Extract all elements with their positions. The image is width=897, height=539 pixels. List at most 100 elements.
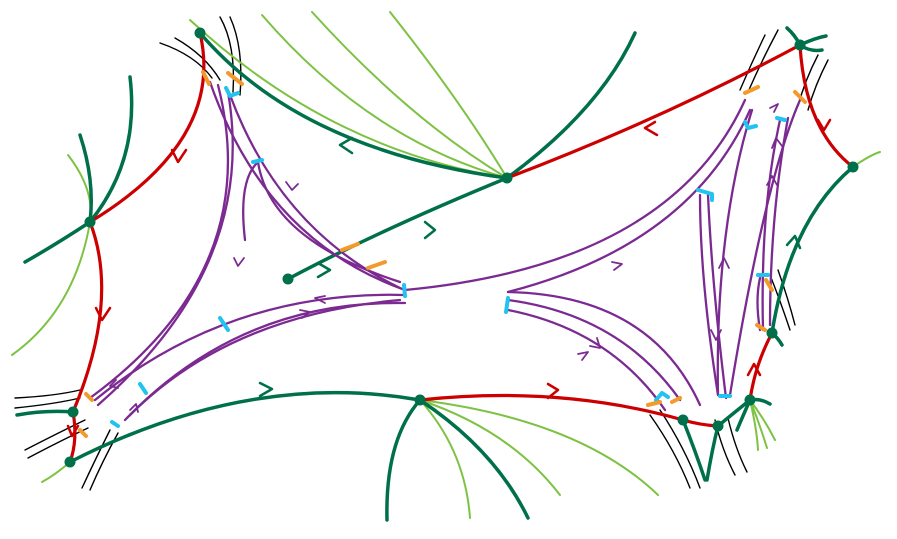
purple-curve: [756, 276, 762, 332]
arrowhead-purple: [109, 379, 119, 389]
purple-curve: [208, 80, 407, 292]
arrowhead-purple: [233, 257, 245, 267]
arrowhead-purple: [577, 351, 589, 361]
arrowhead-dark-green: [316, 261, 332, 279]
black-curve: [81, 429, 111, 489]
black-curve: [174, 37, 221, 81]
dark-green-curve: [705, 424, 720, 482]
purple-curve: [242, 160, 260, 242]
dark-green-curve: [286, 176, 509, 281]
orange-tick: [366, 260, 387, 270]
purple-curve: [728, 98, 802, 397]
node: [744, 394, 756, 406]
red-curve: [71, 220, 104, 414]
cyan-bracket: [218, 316, 230, 332]
red-curve: [418, 393, 685, 422]
arrowhead-red: [746, 362, 762, 377]
node: [501, 172, 513, 184]
black-curve: [24, 419, 86, 451]
node: [414, 394, 426, 406]
purple-curve: [123, 301, 407, 422]
node: [712, 420, 724, 432]
arrowhead-purple: [285, 181, 299, 191]
black-curve: [659, 409, 701, 489]
purple-curves: [88, 80, 802, 422]
arrowhead-dark-green: [785, 234, 802, 250]
cyan-bracket: [775, 116, 787, 122]
black-curve: [219, 16, 235, 93]
cyan-brackets: [110, 86, 787, 428]
dark-green-curve: [385, 398, 422, 522]
light-green-curve: [419, 399, 471, 519]
orange-tick: [670, 396, 682, 404]
node: [847, 161, 859, 173]
arrowhead-purple: [769, 103, 779, 113]
arrowhead-purple: [314, 295, 326, 304]
purple-curve: [256, 160, 402, 284]
arrowhead-dark-green: [338, 136, 354, 155]
light-green-curve: [11, 221, 91, 356]
dark-green-curve: [770, 165, 855, 335]
arrowhead-red: [643, 120, 659, 137]
cyan-bracket: [504, 296, 510, 314]
arrowhead-red: [66, 424, 80, 438]
purple-curve: [506, 290, 702, 407]
purple-curve: [88, 83, 230, 400]
arrowhead-purple: [589, 337, 601, 349]
arrowhead-purple: [611, 261, 623, 271]
purple-curve: [716, 108, 754, 397]
arrowhead-dark-green: [423, 220, 437, 240]
node: [67, 406, 79, 418]
dark-green-curve: [23, 220, 92, 264]
dark-green-curve: [88, 75, 134, 224]
red-curve: [88, 31, 206, 224]
purple-curve: [761, 118, 782, 332]
black-curve: [747, 29, 779, 93]
arrowhead-purple: [710, 329, 722, 341]
purple-curve: [403, 98, 747, 292]
orange-tick: [793, 90, 807, 104]
cyan-bracket: [654, 391, 670, 402]
light-green-curve: [419, 399, 561, 496]
orange-ticks: [78, 70, 807, 438]
black-curve-bundles: [14, 16, 829, 491]
node: [194, 27, 206, 39]
arrowhead-red: [94, 306, 112, 322]
arrowhead-red: [546, 382, 560, 400]
arrowhead-dark-green: [258, 381, 274, 398]
node: [794, 39, 806, 51]
orange-tick: [226, 71, 244, 86]
light-green-curve: [311, 11, 508, 179]
black-curve: [14, 389, 81, 399]
purple-curve: [698, 193, 720, 397]
black-curve: [159, 42, 213, 79]
red-curves: [68, 31, 855, 464]
purple-curve: [506, 298, 682, 402]
black-curve: [727, 417, 748, 473]
dark-green-curve: [681, 418, 707, 482]
orange-tick: [646, 400, 662, 407]
dark-green-curve: [198, 31, 509, 180]
arrowhead-purple: [771, 137, 783, 149]
black-curve: [229, 16, 242, 96]
orange-tick: [84, 392, 94, 402]
dark-green-curves: [15, 26, 855, 522]
node: [84, 216, 96, 228]
purple-curve: [506, 108, 752, 294]
cyan-bracket: [402, 283, 407, 298]
arrowhead-purple: [299, 309, 311, 319]
cyan-bracket: [696, 188, 714, 202]
light-green-curve: [261, 14, 508, 179]
node: [677, 414, 689, 426]
dark-green-curve: [505, 31, 637, 180]
cyan-bracket: [224, 86, 240, 98]
arrowhead-red: [816, 118, 832, 132]
black-curve: [739, 34, 766, 91]
dark-green-curve: [15, 409, 75, 417]
black-curve: [807, 59, 829, 111]
arrowhead-purple: [766, 175, 778, 186]
red-curve: [505, 43, 802, 180]
black-curve: [777, 269, 796, 326]
red-curve: [748, 331, 774, 402]
